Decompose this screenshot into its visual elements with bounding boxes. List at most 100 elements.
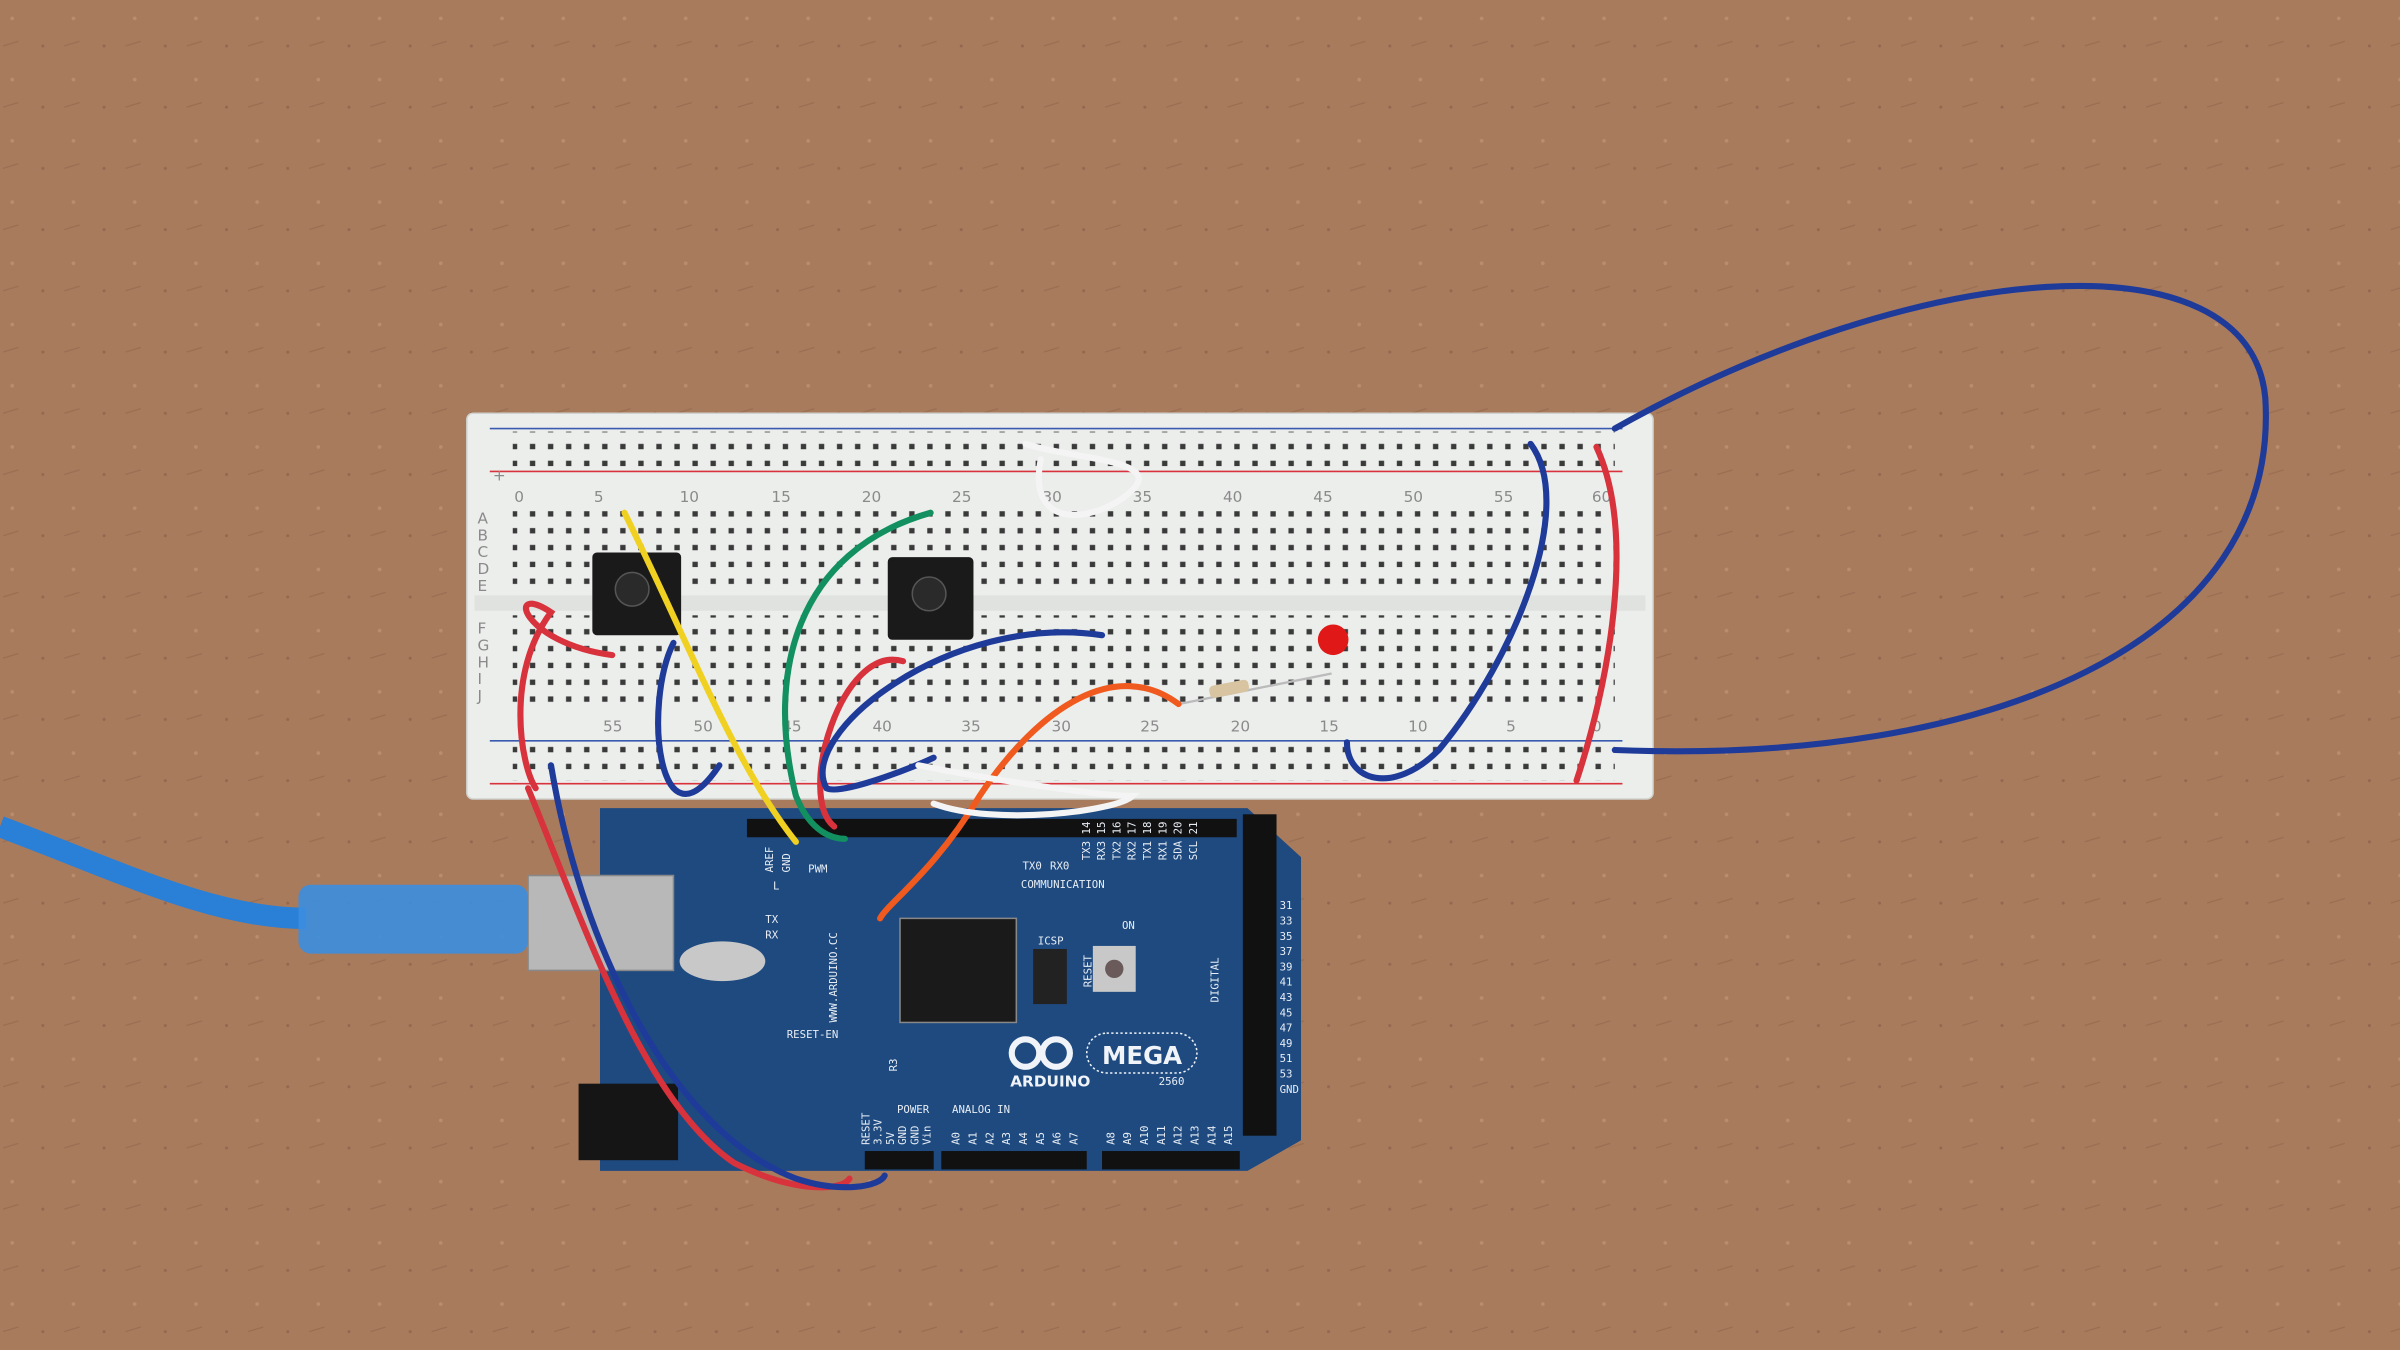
column-number: 15 — [771, 488, 790, 506]
pin-label: RX1 19 — [1156, 822, 1169, 861]
microcontroller-chip — [899, 917, 1018, 1024]
l-led-label: L — [773, 879, 779, 892]
pin-label: TX2 16 — [1110, 822, 1123, 861]
row-letter: A — [478, 509, 489, 527]
arduino-logo: ARDUINO MEGA 2560 — [1008, 1032, 1198, 1091]
bottom-column-numbers: 55 50 45 40 35 30 25 20 15 10 5 0 — [603, 718, 1602, 736]
row-letter: B — [478, 526, 489, 544]
white-wire-top — [1022, 440, 1142, 518]
blue-button-wire — [655, 639, 723, 797]
blue-button2-wire — [819, 629, 1106, 793]
blue-usb-wire — [547, 762, 888, 1191]
aref-label: AREF — [763, 847, 776, 873]
top-terminal-strip — [512, 508, 1615, 593]
dc-power-jack — [578, 1083, 679, 1161]
pin-label: A5 — [1034, 1132, 1047, 1145]
pin-label: TX3 14 — [1080, 822, 1093, 861]
column-number: 5 — [594, 488, 604, 506]
column-number: 0 — [1592, 718, 1602, 736]
pin-label: 5V — [884, 1131, 897, 1144]
pin-label: A9 — [1121, 1132, 1134, 1145]
pin-label: A10 — [1138, 1126, 1151, 1145]
blue-loop-wire — [1611, 282, 2269, 755]
pin-label: 43 — [1280, 991, 1293, 1004]
pin-label: GND — [1280, 1083, 1299, 1096]
column-number: 25 — [1140, 718, 1159, 736]
push-button-1 — [592, 552, 682, 636]
column-number: 55 — [1494, 488, 1513, 506]
pin-label: RX0 — [1050, 859, 1069, 872]
row-letter: D — [478, 560, 490, 578]
row-letter: H — [478, 653, 490, 671]
pin-label: A2 — [983, 1132, 996, 1145]
analog-in-label: ANALOG IN — [952, 1103, 1010, 1116]
resistor — [1178, 672, 1332, 706]
pin-label: RX2 17 — [1126, 822, 1139, 861]
pin-label: 41 — [1280, 976, 1293, 989]
column-number: 20 — [862, 488, 881, 506]
column-number: 55 — [603, 718, 622, 736]
analog-pin-labels: A0 A1 A2 A3 A4 A5 A6 A7 A8 A9 A10 A11 A1… — [950, 1126, 1235, 1145]
column-number: 45 — [1313, 488, 1332, 506]
pin-label: 3.3V — [872, 1119, 885, 1145]
on-label: ON — [1122, 919, 1135, 932]
pwm-label: PWM — [808, 862, 827, 875]
website-label: WWW.ARDUINO.CC — [827, 932, 840, 1022]
usb-b-port — [527, 874, 675, 972]
pin-label: RX3 15 — [1095, 822, 1108, 861]
red-rail-wire — [1573, 443, 1620, 784]
white-wire-bottom — [915, 762, 1141, 819]
column-number: 5 — [1506, 718, 1516, 736]
pin-label: TX1 18 — [1141, 822, 1154, 861]
tx-label: TX — [765, 913, 778, 926]
pin-label: GND — [908, 1126, 921, 1145]
pin-label: 39 — [1280, 960, 1293, 973]
breadboard: + 0 5 10 15 20 25 30 35 40 45 50 55 60 5… — [466, 412, 1654, 800]
pin-label: A1 — [967, 1132, 980, 1145]
power-label: POWER — [897, 1103, 930, 1116]
pin-label: GND — [896, 1126, 909, 1145]
row-letter: G — [478, 637, 490, 655]
red-button2-wire — [817, 656, 907, 830]
column-number: 15 — [1319, 718, 1338, 736]
red-button-wire — [517, 600, 616, 792]
pin-label: 37 — [1280, 945, 1293, 958]
column-number: 30 — [1052, 718, 1071, 736]
model-variant-text: 2560 — [1159, 1075, 1185, 1088]
column-number: 35 — [961, 718, 980, 736]
row-letters: A B C D E F G H I J — [477, 509, 490, 705]
communication-label: COMMUNICATION — [1021, 878, 1105, 891]
pin-label: A7 — [1068, 1132, 1081, 1145]
communication-pin-labels: TX0 RX0 TX3 14 RX3 15 TX2 16 RX2 17 TX1 … — [1022, 822, 1199, 873]
jumper-wires — [517, 282, 2269, 1191]
pin-label: 45 — [1280, 1006, 1293, 1019]
r3-label: R3 — [887, 1059, 900, 1072]
pin-label: A13 — [1188, 1126, 1201, 1145]
row-letter: J — [477, 687, 483, 705]
power-pin-labels: RESET 3.3V 5V GND GND Vin — [859, 1112, 933, 1145]
column-number: 25 — [952, 488, 971, 506]
pin-label: 33 — [1280, 914, 1293, 927]
analog-header-1 — [941, 1151, 1087, 1170]
column-number: 10 — [680, 488, 699, 506]
column-number: 10 — [1408, 718, 1427, 736]
arduino-mega-board: AREF GND PWM L TX RX WWW.ARDUINO.CC COMM… — [527, 808, 1302, 1171]
column-number: 35 — [1133, 488, 1152, 506]
pin-label: 49 — [1280, 1037, 1293, 1050]
blue-rail-wire — [1343, 440, 1550, 782]
column-number: 40 — [1223, 488, 1242, 506]
reset-label: RESET — [1081, 954, 1094, 987]
red-led — [1317, 624, 1349, 656]
pin-label: 47 — [1280, 1022, 1293, 1035]
right-header — [1242, 814, 1277, 1136]
usb-cable — [0, 816, 529, 954]
pin-label: A6 — [1051, 1132, 1064, 1145]
rx-label: RX — [765, 928, 778, 941]
column-number: 0 — [514, 488, 524, 506]
pin-label: A3 — [1000, 1132, 1013, 1145]
column-number: 40 — [872, 718, 891, 736]
row-letter: I — [478, 670, 483, 688]
pin-label: 35 — [1280, 930, 1293, 943]
row-letter: F — [478, 620, 487, 638]
